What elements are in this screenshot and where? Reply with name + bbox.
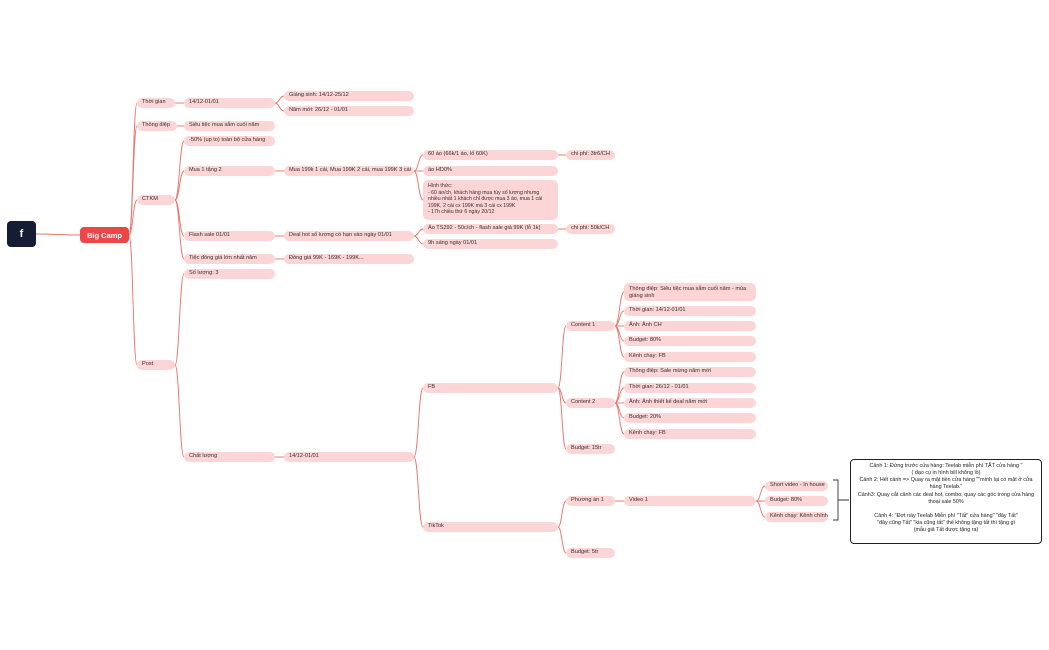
edge-post-1 [174,364,185,458]
node-post[interactable]: Post [137,360,175,370]
node-chi-phi-3tr6[interactable]: chi phí: 3tr6/CH [566,150,615,160]
node-c2-anh[interactable]: Ảnh: Ảnh thiết kế deal năm mới [624,398,756,408]
edge-root-2 [128,199,138,236]
edge-flash-detail-0 [413,228,424,237]
node-chat-luong[interactable]: Chất lượng [184,452,275,462]
edge-time-range-1 [274,102,285,112]
node-c1-anh[interactable]: Ảnh: Ảnh CH [624,321,756,331]
edge-flash-detail-1 [413,235,424,245]
node-ao-ts292[interactable]: Áo TS292 - 50c/ch - flash sale giá 99K (… [423,224,558,234]
node-mua-detail[interactable]: Mua 199k 1 cái, Mua 199K 2 cái, mua 199K… [284,166,414,176]
node-c2-thoi-gian[interactable]: Thời gian: 26/12 - 01/01 [624,383,756,393]
edge-fb-0 [557,325,567,389]
node-9h-sang[interactable]: 9h sáng ngày 01/01 [423,239,558,249]
edge-post-0 [174,273,185,366]
edge-video-0 [755,485,766,502]
edge-ctkm-3 [174,199,185,260]
edge-video-2 [755,500,766,518]
node-tiec-dong-gia[interactable]: Tiệc đồng giá lớn nhất năm [184,254,275,264]
node-discount[interactable]: -50% (up to) toàn bộ cửa hàng [184,136,275,146]
edge-c2-4 [614,402,625,435]
node-video-1[interactable]: Video 1 [624,496,756,506]
node-tiktok[interactable]: TikTok [423,522,558,532]
node-c1-thong-diep[interactable]: Thông điệp: Siêu tiệc mua sắm cuối năm -… [624,283,756,301]
node-c1-kenh[interactable]: Kênh chạy: FB [624,352,756,362]
node-c2-budget[interactable]: Budget: 20% [624,413,756,423]
node-c1-thoi-gian[interactable]: Thời gian: 14/12-01/01 [624,306,756,316]
facebook-icon: f [7,221,36,247]
node-budget-15tr[interactable]: Budget: 15tr [566,444,615,454]
node-c2-kenh[interactable]: Kênh chạy: FB [624,429,756,439]
edge-mua-detail-2 [413,170,424,201]
edge-c1-4 [614,325,625,358]
node-video-budget[interactable]: Budget: 80% [765,496,828,506]
edge-root-3 [128,234,138,366]
edge-c1-0 [614,291,625,327]
node-thong-diep[interactable]: Thông điệp [137,121,177,131]
node-giang-sinh[interactable]: Giáng sinh: 14/12-25/12 [284,91,414,101]
node-nam-moi[interactable]: Năm mới: 26/12 - 01/01 [284,106,414,116]
node-budget-5tr[interactable]: Budget: 5tr [566,548,615,558]
node-60-ao[interactable]: 60 áo (66k/1 áo, lố 60K) [423,150,558,160]
edge-quality-range-0 [413,387,424,458]
edge-fb-root [35,233,81,236]
edge-tiktok-0 [557,500,567,528]
root-node[interactable]: Big Camp [80,227,129,243]
edge-mua-detail-0 [413,154,424,172]
node-short-video[interactable]: Short video - In house [765,481,828,491]
script-note: Cảnh 1: Đứng trước cửa hàng: Teelab miễn… [850,459,1042,544]
node-chi-phi-50k[interactable]: chi phí: 50k/CH [566,224,615,234]
edge-ctkm-1 [174,170,185,201]
node-video-kenh[interactable]: Kênh chạy: Kênh chính [765,512,828,522]
node-quality-range[interactable]: 14/12-01/01 [284,452,414,462]
node-ctkm[interactable]: CTKM [137,195,175,205]
node-mua-1-tang-2[interactable]: Mua 1 tặng 2 [184,166,275,176]
edge-time-range-0 [274,95,285,104]
node-phuong-an-1[interactable]: Phương án 1 [566,496,615,506]
node-c1-budget[interactable]: Budget: 80% [624,336,756,346]
edge-root-1 [128,125,138,236]
node-hinh-thuc[interactable]: Hình thức: - 60 áo/ch, khách hàng mua tù… [423,180,558,220]
node-ao-hd[interactable]: áo HD0% [423,166,558,176]
node-time-range[interactable]: 14/12-01/01 [184,98,275,108]
edge-tiktok-1 [557,526,567,554]
node-content-2[interactable]: Content 2 [566,398,615,408]
note-bracket [833,479,849,521]
node-c2-thong-diep[interactable]: Thông điệp: Sale mừng năm mới [624,367,756,377]
node-fb[interactable]: FB [423,383,558,393]
node-so-luong[interactable]: Số lượng: 3 [184,269,275,279]
node-flash-detail[interactable]: Deal hot số lượng có hạn vào ngày 01/01 [284,231,414,241]
edge-ctkm-0 [174,140,185,201]
node-party-detail[interactable]: Đồng giá 99K - 169K - 199K... [284,254,414,264]
node-flash-sale[interactable]: Flash sale 01/01 [184,231,275,241]
node-content-1[interactable]: Content 1 [566,321,615,331]
node-thoi-gian[interactable]: Thời gian [137,98,175,108]
edge-fb-1 [557,387,567,404]
node-message-value[interactable]: Siêu tiệc mua sắm cuối năm [184,121,275,131]
edge-fb-2 [557,387,567,450]
edge-c2-0 [614,371,625,404]
edge-quality-range-1 [413,456,424,528]
